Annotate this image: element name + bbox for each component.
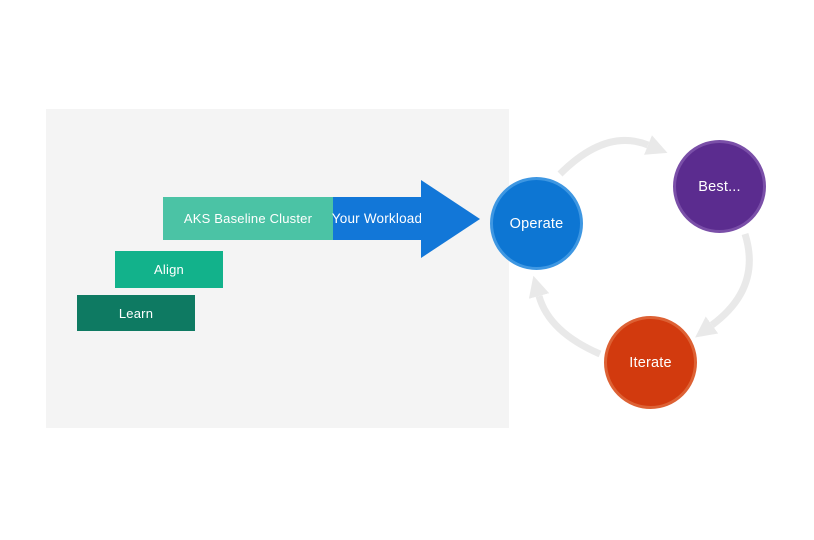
cycle-arrow-iterate-to-operate-icon [528, 275, 602, 358]
cycle-arrow-best-to-iterate-icon [695, 232, 753, 338]
node-iterate-label: Iterate [629, 354, 672, 371]
node-iterate: Iterate [604, 316, 697, 409]
bar-aks-baseline-cluster: AKS Baseline Cluster [163, 197, 333, 240]
node-best: Best... [673, 140, 766, 233]
bar-learn: Learn [77, 295, 195, 331]
node-operate: Operate [490, 177, 583, 270]
right-arrowhead-icon [421, 180, 480, 258]
bar-learn-label: Learn [118, 305, 154, 321]
node-best-label: Best... [698, 178, 741, 195]
cycle-arrow-operate-to-best-icon [557, 135, 668, 177]
node-operate-label: Operate [509, 215, 564, 232]
bar-your-workload-label: Your Workload [331, 211, 423, 226]
bar-align: Align [115, 251, 223, 288]
bar-your-workload: Your Workload [331, 197, 423, 240]
bar-align-label: Align [154, 262, 184, 277]
bar-aks-baseline-cluster-label: AKS Baseline Cluster [183, 211, 313, 226]
